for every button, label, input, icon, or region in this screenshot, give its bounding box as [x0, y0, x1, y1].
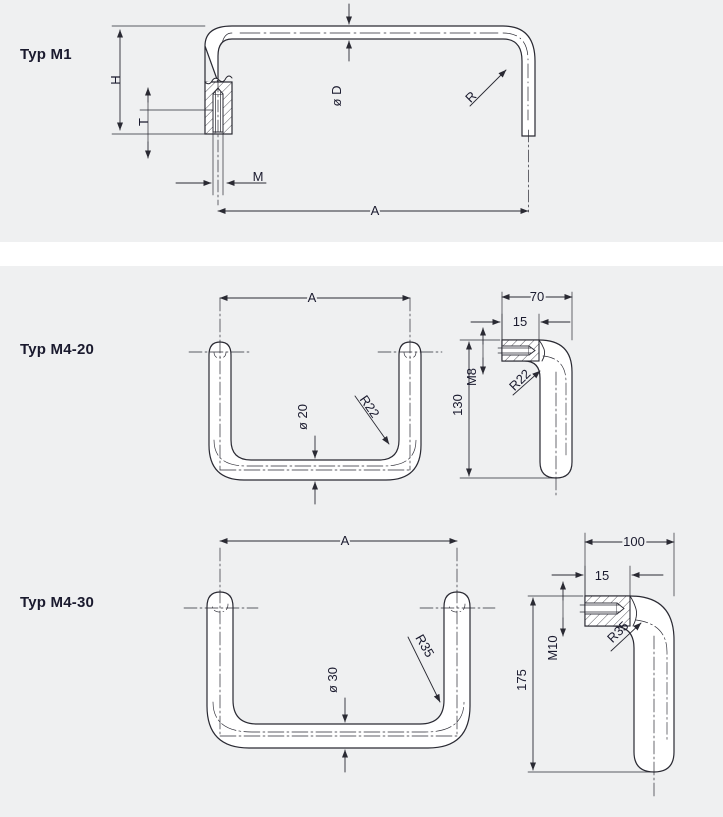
- panel-typ-m4: [0, 266, 723, 817]
- type-label-m4-30: Typ M4-30: [20, 594, 95, 611]
- panel-typ-m1: [0, 0, 723, 242]
- type-label-m1: Typ M1: [20, 46, 72, 63]
- type-label-m4-20: Typ M4-20: [20, 341, 95, 358]
